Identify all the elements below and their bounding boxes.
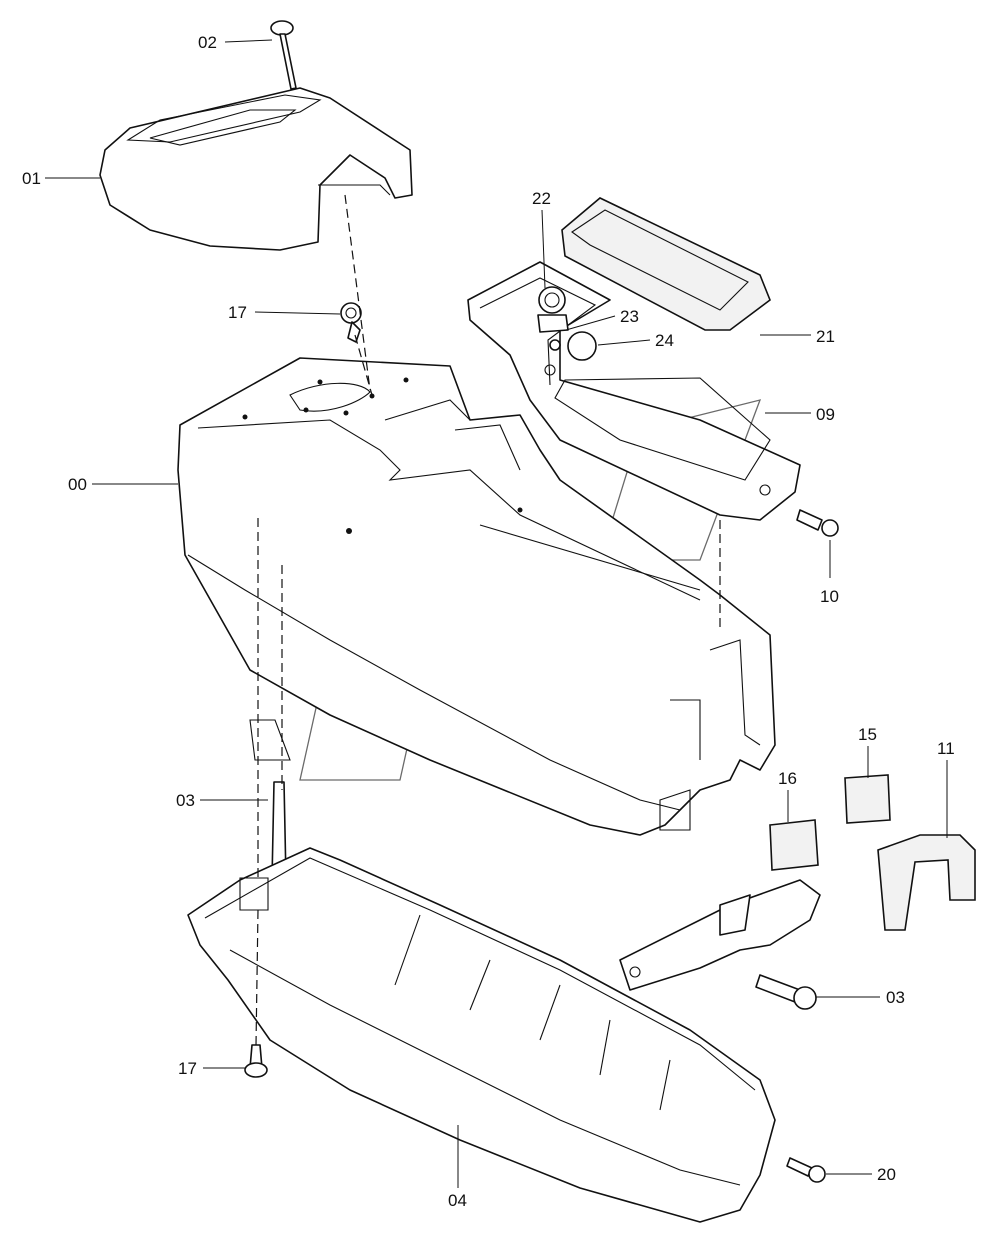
callout-17-upper: 15 — [858, 725, 877, 744]
part-top-cover — [99, 87, 413, 251]
part-socket-22 — [537, 286, 569, 333]
part-pad-17-lower — [769, 819, 819, 871]
part-bracket — [619, 879, 821, 991]
callout-02: 02 — [198, 33, 217, 52]
callout-20: 17 — [228, 303, 247, 322]
callout-03-right: 03 — [886, 988, 905, 1007]
callout-01: 01 — [22, 169, 41, 188]
callout-17-lower: 16 — [778, 769, 797, 788]
callout-09: 17 — [178, 1059, 197, 1078]
callout-15: 10 — [820, 587, 839, 606]
part-foam-16 — [877, 834, 976, 931]
callout-23: 23 — [620, 307, 639, 326]
callout-22: 22 — [532, 189, 551, 208]
callout-03-left: 03 — [176, 791, 195, 810]
part-tray-21 — [561, 197, 771, 331]
callout-24: 24 — [655, 331, 674, 350]
assembly-lines — [255, 194, 721, 1046]
part-screw-10 — [786, 1157, 826, 1183]
part-plug-24 — [567, 331, 597, 361]
callout-10: 20 — [877, 1165, 896, 1184]
part-clip-20 — [340, 302, 362, 343]
part-pad-17-upper — [844, 774, 891, 824]
part-bolt-15 — [796, 509, 839, 537]
part-ring-23 — [549, 339, 561, 351]
part-screw-02 — [270, 20, 297, 90]
callout-labels: 02 01 17 00 22 23 24 21 09 10 15 11 16 0… — [22, 33, 955, 1210]
part-main-console — [177, 357, 776, 836]
callout-11: 09 — [816, 405, 835, 424]
part-screw-09 — [244, 1044, 268, 1078]
callout-04: 04 — [448, 1191, 467, 1210]
part-bolt-03-right — [755, 974, 817, 1010]
leader-lines — [45, 39, 948, 1188]
callout-16: 11 — [937, 739, 955, 758]
callout-00: 00 — [68, 475, 87, 494]
part-lower-cover — [187, 847, 776, 1223]
callout-21: 21 — [816, 327, 835, 346]
